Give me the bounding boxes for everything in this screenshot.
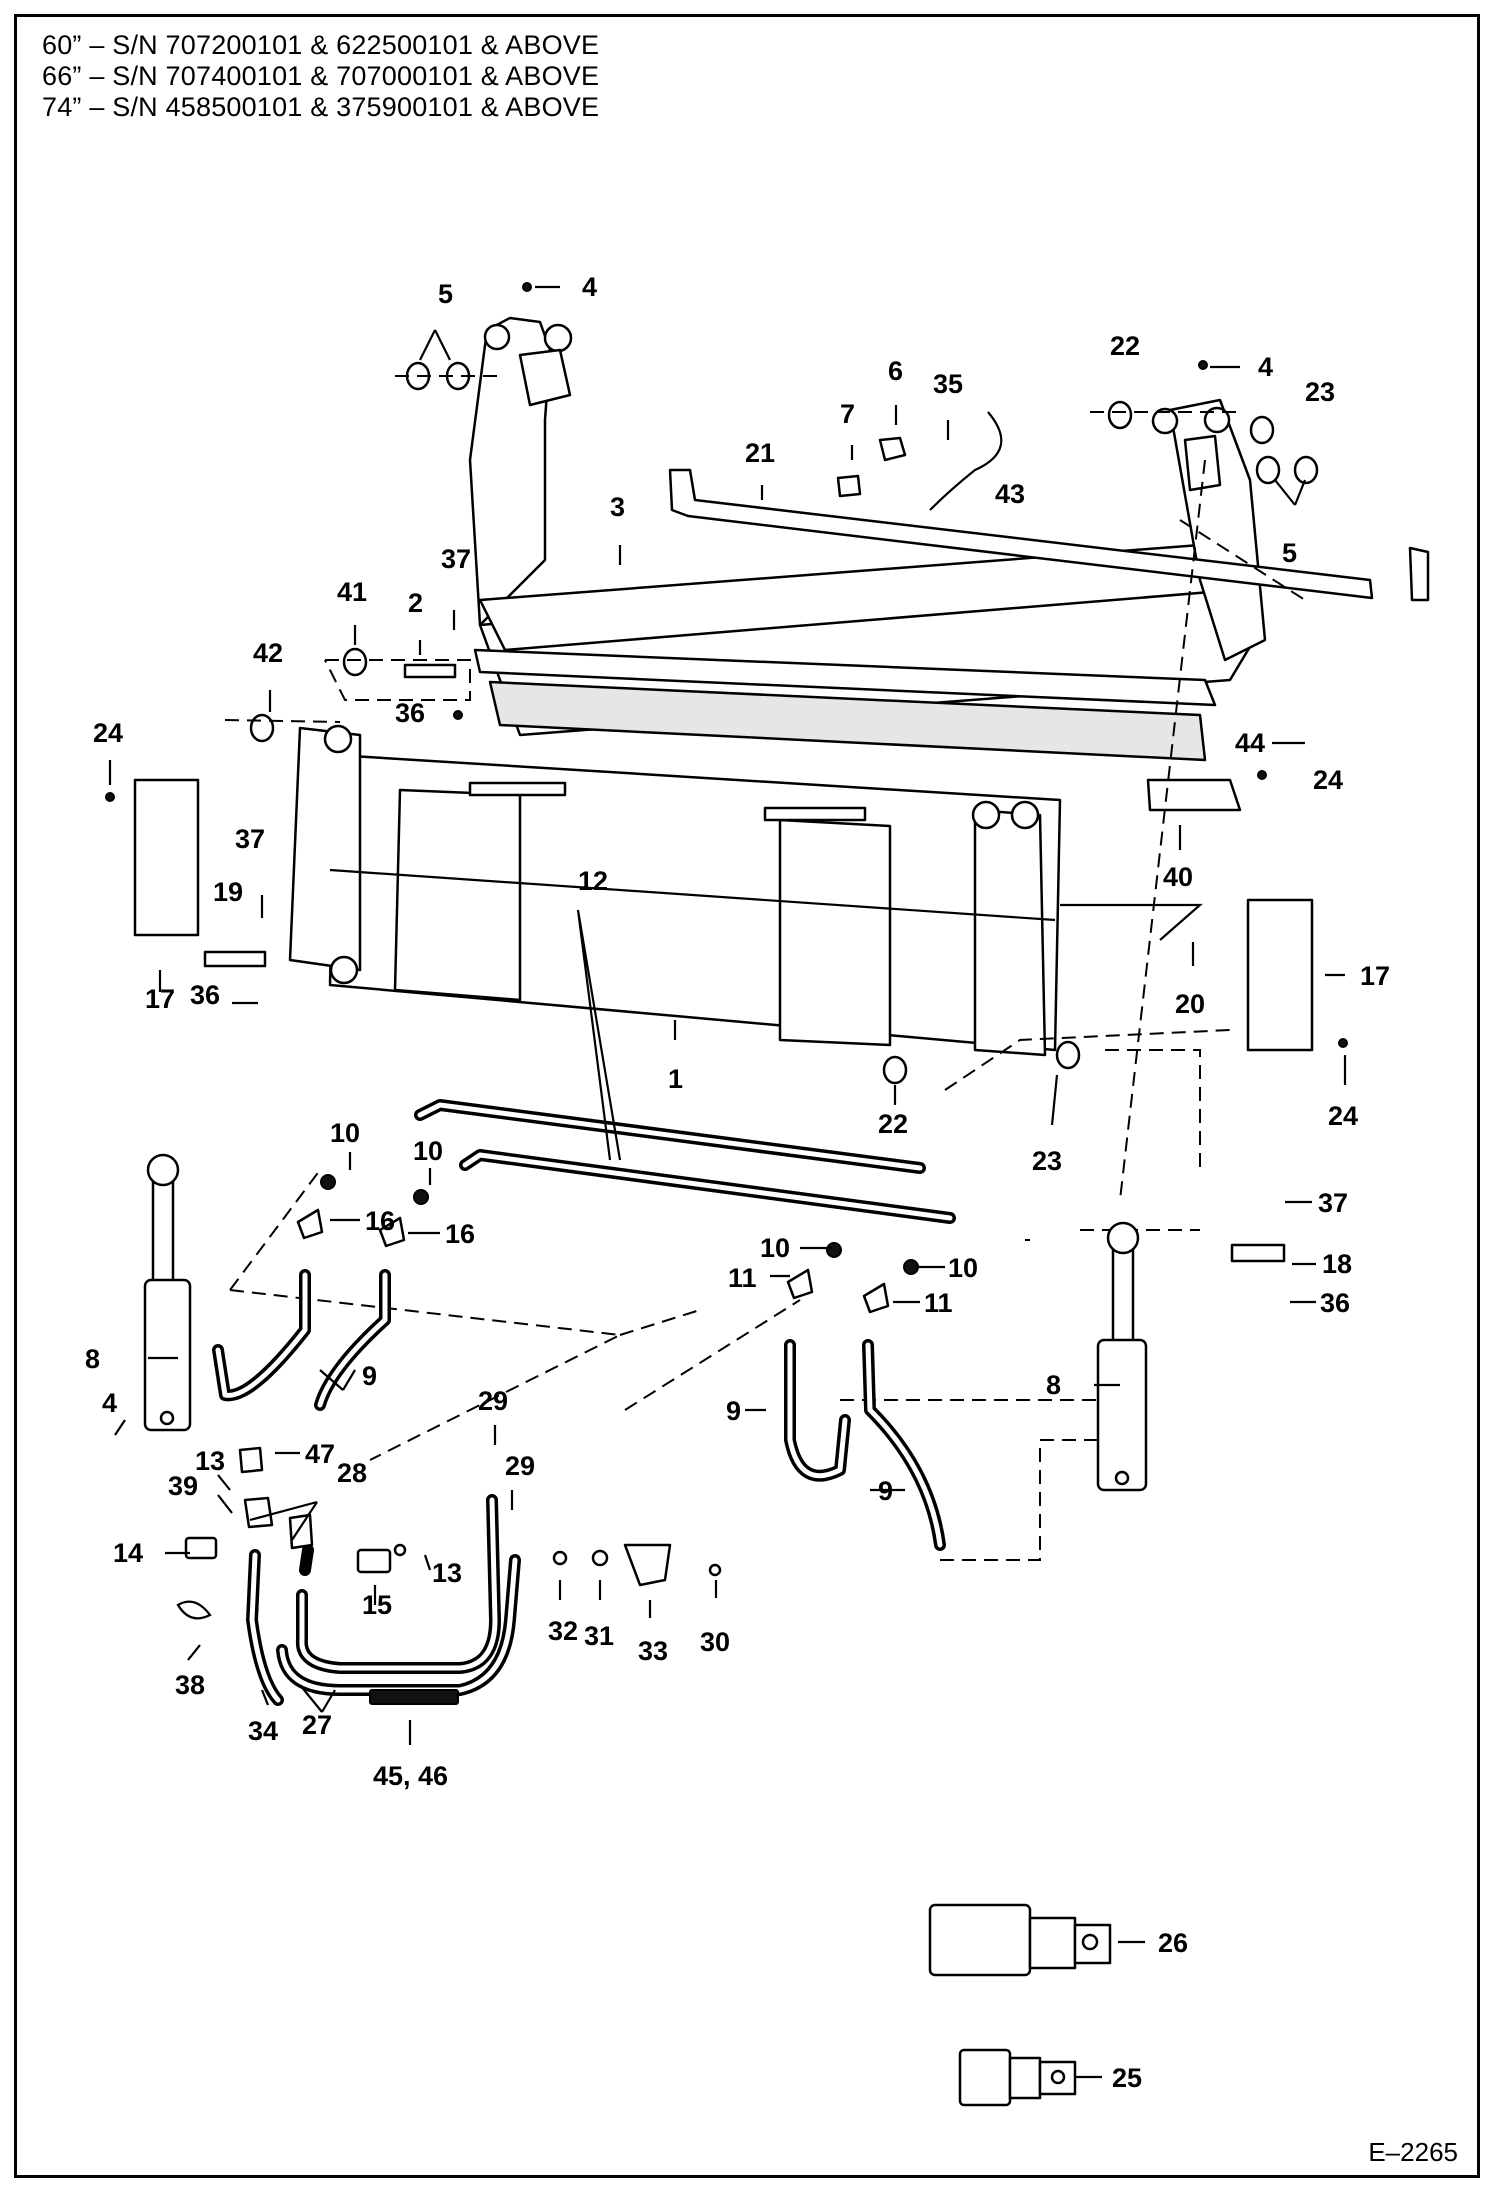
coupler-parts xyxy=(176,1446,722,1706)
drawing-frame xyxy=(14,14,1480,2178)
callout-35: 35 xyxy=(933,369,963,399)
callout-25: 25 xyxy=(1112,2063,1142,2093)
callout-23: 23 xyxy=(1032,1146,1062,1176)
callout-1: 1 xyxy=(668,1064,683,1094)
callout-36: 36 xyxy=(190,980,220,1010)
callout-17: 17 xyxy=(145,984,175,1014)
guard-17-right xyxy=(1246,898,1314,1052)
callout-42: 42 xyxy=(253,638,283,668)
callout-29: 29 xyxy=(478,1386,508,1416)
callout-24: 24 xyxy=(1328,1101,1358,1131)
callout-11: 11 xyxy=(924,1288,953,1318)
callout-33: 33 xyxy=(638,1636,668,1666)
callout-9: 9 xyxy=(878,1476,893,1506)
callout-44: 44 xyxy=(1235,728,1265,758)
callout-16: 16 xyxy=(365,1206,395,1236)
callout-10: 10 xyxy=(413,1136,443,1166)
callout-10: 10 xyxy=(330,1118,360,1148)
callout-5: 5 xyxy=(438,279,453,309)
callout-30: 30 xyxy=(700,1627,730,1657)
callout-4: 4 xyxy=(102,1388,117,1418)
figure-code: E–2265 xyxy=(1368,2137,1458,2167)
callout-10: 10 xyxy=(760,1233,790,1263)
callout-37: 37 xyxy=(1318,1188,1348,1218)
fittings xyxy=(296,1174,919,1314)
callout-14: 14 xyxy=(113,1538,143,1568)
cylinder-8-right xyxy=(1096,1221,1148,1492)
callout-39: 39 xyxy=(168,1471,198,1501)
callout-23: 23 xyxy=(1305,377,1335,407)
callout-8: 8 xyxy=(1046,1370,1061,1400)
callout-13: 13 xyxy=(195,1446,225,1476)
callout-20: 20 xyxy=(1175,989,1205,1019)
callout-43: 43 xyxy=(995,479,1025,509)
serial-number-header: 60” – S/N 707200101 & 622500101 & ABOVE … xyxy=(42,30,599,123)
callout-12: 12 xyxy=(578,866,608,896)
callout-45-46: 45, 46 xyxy=(373,1761,448,1791)
callout-47: 47 xyxy=(305,1439,335,1469)
callout-41: 41 xyxy=(337,577,367,607)
hoses-9 xyxy=(212,1269,946,1551)
callout-19: 19 xyxy=(213,877,243,907)
callout-11: 11 xyxy=(728,1263,757,1293)
relief-cartridge-25 xyxy=(958,2048,1077,2107)
callout-3: 3 xyxy=(610,492,625,522)
callout-26: 26 xyxy=(1158,1928,1188,1958)
callout-24: 24 xyxy=(93,718,123,748)
callout-37: 37 xyxy=(441,544,471,574)
callout-32: 32 xyxy=(548,1616,578,1646)
callout-labels: 4 4 4 5 5 22 23 6 35 7 21 43 3 37 41 2 4… xyxy=(85,272,1390,2093)
bar-21-end xyxy=(1408,546,1430,602)
callout-22: 22 xyxy=(1110,331,1140,361)
callout-17: 17 xyxy=(1360,961,1390,991)
main-frame-assembly xyxy=(288,724,1203,1057)
leader-dashed-lines xyxy=(224,375,1306,1561)
callout-36: 36 xyxy=(395,698,425,728)
callout-36: 36 xyxy=(1320,1288,1350,1318)
callout-34: 34 xyxy=(248,1716,278,1746)
callout-16: 16 xyxy=(445,1219,475,1249)
callout-7: 7 xyxy=(840,399,855,429)
callout-leaders xyxy=(108,285,1347,2079)
callout-21: 21 xyxy=(745,438,775,468)
callout-22: 22 xyxy=(878,1109,908,1139)
callout-15: 15 xyxy=(362,1590,392,1620)
small-parts xyxy=(105,282,1348,1263)
callout-29: 29 xyxy=(505,1451,535,1481)
callout-28: 28 xyxy=(337,1458,367,1488)
callout-10: 10 xyxy=(948,1253,978,1283)
callout-2: 2 xyxy=(408,588,423,618)
callout-9: 9 xyxy=(726,1396,741,1426)
callout-9: 9 xyxy=(362,1361,377,1391)
callout-27: 27 xyxy=(302,1710,332,1740)
bar-21 xyxy=(668,468,1374,600)
header-line-66: 66” – S/N 707400101 & 707000101 & ABOVE xyxy=(42,61,600,91)
callout-37: 37 xyxy=(235,824,265,854)
callout-8: 8 xyxy=(85,1344,100,1374)
header-line-74: 74” – S/N 458500101 & 375900101 & ABOVE xyxy=(42,92,600,122)
callout-40: 40 xyxy=(1163,862,1193,892)
callout-4: 4 xyxy=(582,272,597,302)
callout-38: 38 xyxy=(175,1670,205,1700)
callout-18: 18 xyxy=(1322,1249,1352,1279)
cylinder-8-left xyxy=(143,1153,192,1432)
upper-mount-assembly xyxy=(468,316,1267,812)
relief-cartridge-26 xyxy=(928,1903,1112,1977)
header-line-60: 60” – S/N 707200101 & 622500101 & ABOVE xyxy=(42,30,600,60)
callout-31: 31 xyxy=(584,1621,614,1651)
callout-5: 5 xyxy=(1282,538,1297,568)
callout-4: 4 xyxy=(1258,352,1273,382)
callout-6: 6 xyxy=(888,356,903,386)
guard-17-left xyxy=(133,778,200,937)
callout-13: 13 xyxy=(432,1558,462,1588)
hoses-12 xyxy=(414,1099,956,1224)
callout-24: 24 xyxy=(1313,765,1343,795)
